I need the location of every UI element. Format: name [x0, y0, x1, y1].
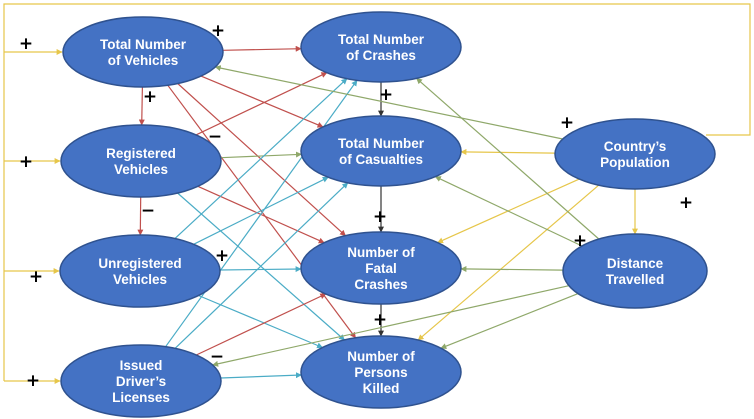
sign-crashes-to-casualties: +: [379, 85, 393, 105]
node-ellipse: [59, 234, 221, 308]
sign-in-registered: +: [19, 152, 33, 172]
node-label-line: Killed: [363, 381, 400, 396]
node-ellipse: [62, 16, 224, 88]
node-label-line: Vehicles: [114, 162, 168, 177]
node-label-line: Vehicles: [113, 272, 167, 287]
sign-fatal-to-killed: +: [373, 310, 387, 330]
edge-issued-licenses-to-total-casualties: [174, 182, 349, 349]
node-label-line: Issued: [120, 358, 163, 373]
sign-licenses: −: [210, 347, 224, 367]
node-ellipse: [300, 11, 462, 83]
edge-registered-vehicles-to-total-casualties: [220, 151, 302, 159]
edge-unregistered-vehicles-to-total-casualties: [193, 176, 329, 245]
edge-total-vehicles-to-persons-killed: [167, 84, 357, 339]
node-ellipse: [562, 233, 708, 309]
sign-distance: +: [573, 231, 587, 251]
edge-unregistered-vehicles-to-persons-killed: [198, 294, 324, 349]
edge-registered-vehicles-to-total-crashes: [195, 72, 328, 136]
node-label-line: Total Number: [338, 136, 425, 151]
sign-in-licenses: +: [26, 371, 40, 391]
node-label-line: Number of: [347, 349, 415, 364]
node-ellipse: [60, 344, 222, 418]
node-label-line: Distance: [607, 256, 664, 271]
node-label-line: Travelled: [606, 272, 665, 287]
edge-population-to-persons-killed: [417, 184, 600, 341]
node-label-line: Fatal: [365, 261, 397, 276]
node-label-line: Country’s: [604, 139, 667, 154]
node-ellipse: [554, 118, 716, 190]
edge-issued-licenses-to-fatal-crashes: [196, 293, 327, 356]
edge-distance-to-total-casualties: [434, 176, 583, 247]
node-label-line: of Crashes: [346, 48, 416, 63]
node-ellipse: [60, 124, 222, 198]
node-label-line: Persons: [354, 365, 407, 380]
sign-population: +: [560, 113, 574, 133]
signs-layer: + + + + + + − − + − + + + + + +: [19, 21, 693, 391]
node-label-line: Total Number: [338, 32, 425, 47]
feedback-loop-line: [3, 3, 751, 381]
edge-distance-to-persons-killed: [440, 293, 579, 349]
node-label-line: Number of: [347, 245, 415, 260]
node-label-line: Crashes: [354, 277, 407, 292]
edge-total-vehicles-to-total-crashes: [222, 45, 302, 52]
sign-total-to-registered: +: [143, 87, 157, 107]
node-label-line: of Casualties: [339, 152, 423, 167]
edge-issued-licenses-to-total-crashes: [165, 79, 358, 348]
sign-total-vehicles: +: [211, 21, 225, 41]
node-label-line: Registered: [106, 146, 176, 161]
edge-unregistered-vehicles-to-fatal-crashes: [219, 266, 302, 273]
sign-in-total-vehicles: +: [19, 34, 33, 54]
sign-registered: −: [208, 127, 222, 147]
edge-total-vehicles-to-fatal-crashes: [177, 83, 346, 237]
edge-total-vehicles-to-registered-vehicles: [138, 86, 145, 126]
edge-unregistered-vehicles-to-total-crashes: [174, 78, 348, 240]
node-ellipse: [300, 115, 462, 187]
edge-population-to-total-vehicles: [214, 65, 563, 140]
edge-total-vehicles-to-total-casualties: [200, 75, 324, 128]
sign-in-unregistered: +: [29, 267, 43, 287]
sign-population-to-distance: +: [679, 193, 693, 213]
node-label-line: Driver’s: [116, 374, 166, 389]
sign-registered-to-unregistered: −: [141, 201, 155, 221]
edge-issued-licenses-to-persons-killed: [220, 372, 302, 379]
node-label-line: Population: [600, 155, 670, 170]
node-ellipse: [300, 231, 462, 305]
node-label-line: Total Number: [100, 37, 187, 52]
node-ellipse: [300, 335, 462, 409]
sign-unregistered: +: [215, 246, 229, 266]
node-label-line: Unregistered: [98, 256, 181, 271]
edge-population-to-total-casualties: [460, 148, 556, 155]
sign-casualties-to-fatal: +: [373, 207, 387, 227]
node-label-line: Licenses: [112, 390, 170, 405]
edges-layer: [3, 3, 751, 384]
edge-distance-to-issued-licenses: [212, 285, 570, 367]
edge-distance-to-total-crashes: [416, 77, 600, 240]
edge-distance-to-fatal-crashes: [460, 265, 564, 272]
node-label-line: of Vehicles: [108, 53, 179, 68]
